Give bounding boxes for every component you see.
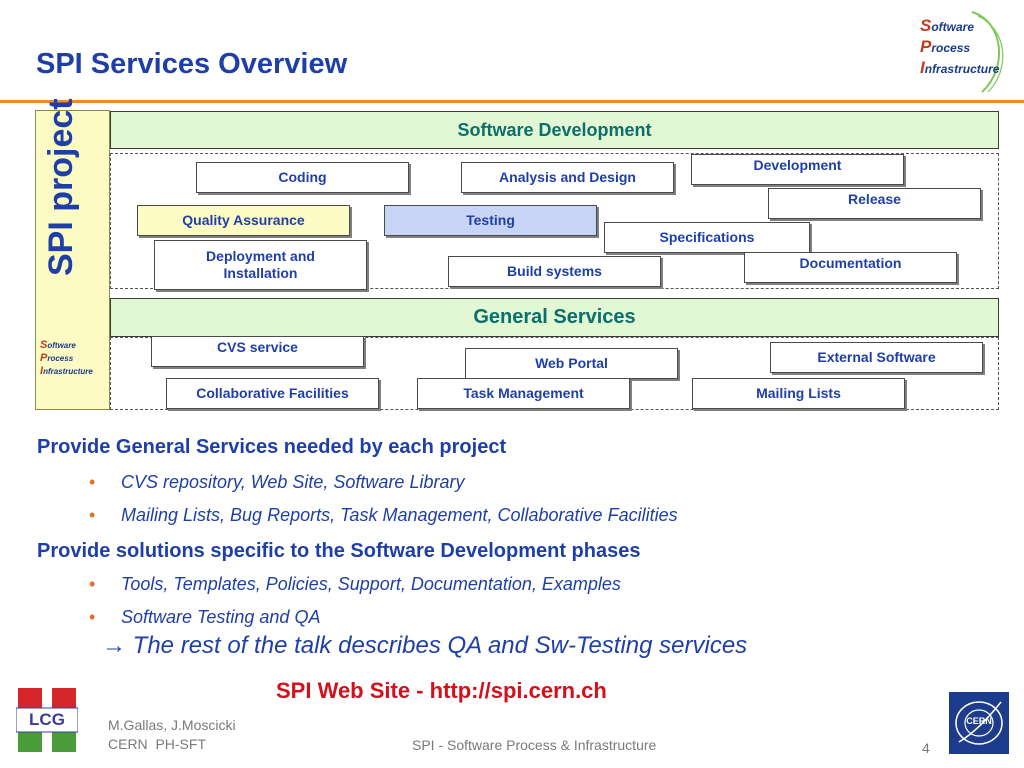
- heading-general-services: Provide General Services needed by each …: [37, 436, 507, 458]
- sidebar-spi-logo: Software Process Infrastructure: [40, 339, 93, 377]
- footer-authors: M.Gallas, J.Moscicki: [108, 717, 236, 733]
- rest-of-talk-note: → The rest of the talk describes QA and …: [102, 632, 748, 659]
- build-systems-box: Build systems: [448, 256, 661, 287]
- logo-swoosh-icon: [971, 11, 1004, 93]
- general-services-header: General Services: [110, 298, 999, 337]
- testing-box: Testing: [384, 205, 597, 236]
- quality-assurance-box: Quality Assurance: [137, 205, 350, 236]
- deployment-installation-box: Deployment and Installation: [154, 240, 367, 290]
- software-development-header: Software Development: [110, 111, 999, 149]
- page-title: SPI Services Overview: [36, 48, 348, 80]
- lcg-label: LCG: [29, 710, 65, 729]
- software-development-area: [110, 153, 999, 289]
- arrow-right-icon: →: [102, 632, 126, 659]
- page-number: 4: [922, 740, 930, 756]
- spi-project-sidebar: SPI project Software Process Infrastruct…: [35, 98, 110, 410]
- cern-label: CERN: [966, 716, 992, 726]
- bullet-item: •Software Testing and QA: [89, 607, 321, 627]
- cern-emblem-icon: [955, 701, 1003, 745]
- spi-logo: Software Process Infrastructure: [912, 8, 1012, 96]
- sidebar-label: SPI project: [42, 98, 80, 276]
- bullet-item: •Tools, Templates, Policies, Support, Do…: [89, 574, 621, 594]
- mailing-lists-box: Mailing Lists: [692, 378, 905, 409]
- web-portal-box: Web Portal: [465, 348, 678, 379]
- analysis-design-box: Analysis and Design: [461, 162, 674, 193]
- collaborative-facilities-box: Collaborative Facilities: [166, 378, 379, 409]
- lcg-grid-icon: [15, 688, 79, 752]
- general-services-area: [110, 337, 999, 410]
- development-box: Development: [691, 154, 904, 185]
- heading-software-development: Provide solutions specific to the Softwa…: [37, 540, 641, 562]
- cvs-service-box: CVS service: [151, 336, 364, 367]
- task-management-box: Task Management: [417, 378, 630, 409]
- bullet-item: •CVS repository, Web Site, Software Libr…: [89, 472, 465, 492]
- release-box: Release: [768, 188, 981, 219]
- specifications-box: Specifications: [604, 222, 810, 253]
- lcg-logo: LCG: [15, 688, 79, 752]
- footer-organization: CERN PH-SFT: [108, 736, 206, 752]
- coding-box: Coding: [196, 162, 409, 193]
- title-divider: [0, 100, 1024, 103]
- bullet-item: •Mailing Lists, Bug Reports, Task Manage…: [89, 505, 678, 525]
- documentation-box: Documentation: [744, 252, 957, 283]
- web-site-link[interactable]: SPI Web Site - http://spi.cern.ch: [276, 678, 607, 703]
- external-software-box: External Software: [770, 342, 983, 373]
- footer-title: SPI - Software Process & Infrastructure: [412, 737, 657, 753]
- cern-logo: CERN: [949, 692, 1009, 754]
